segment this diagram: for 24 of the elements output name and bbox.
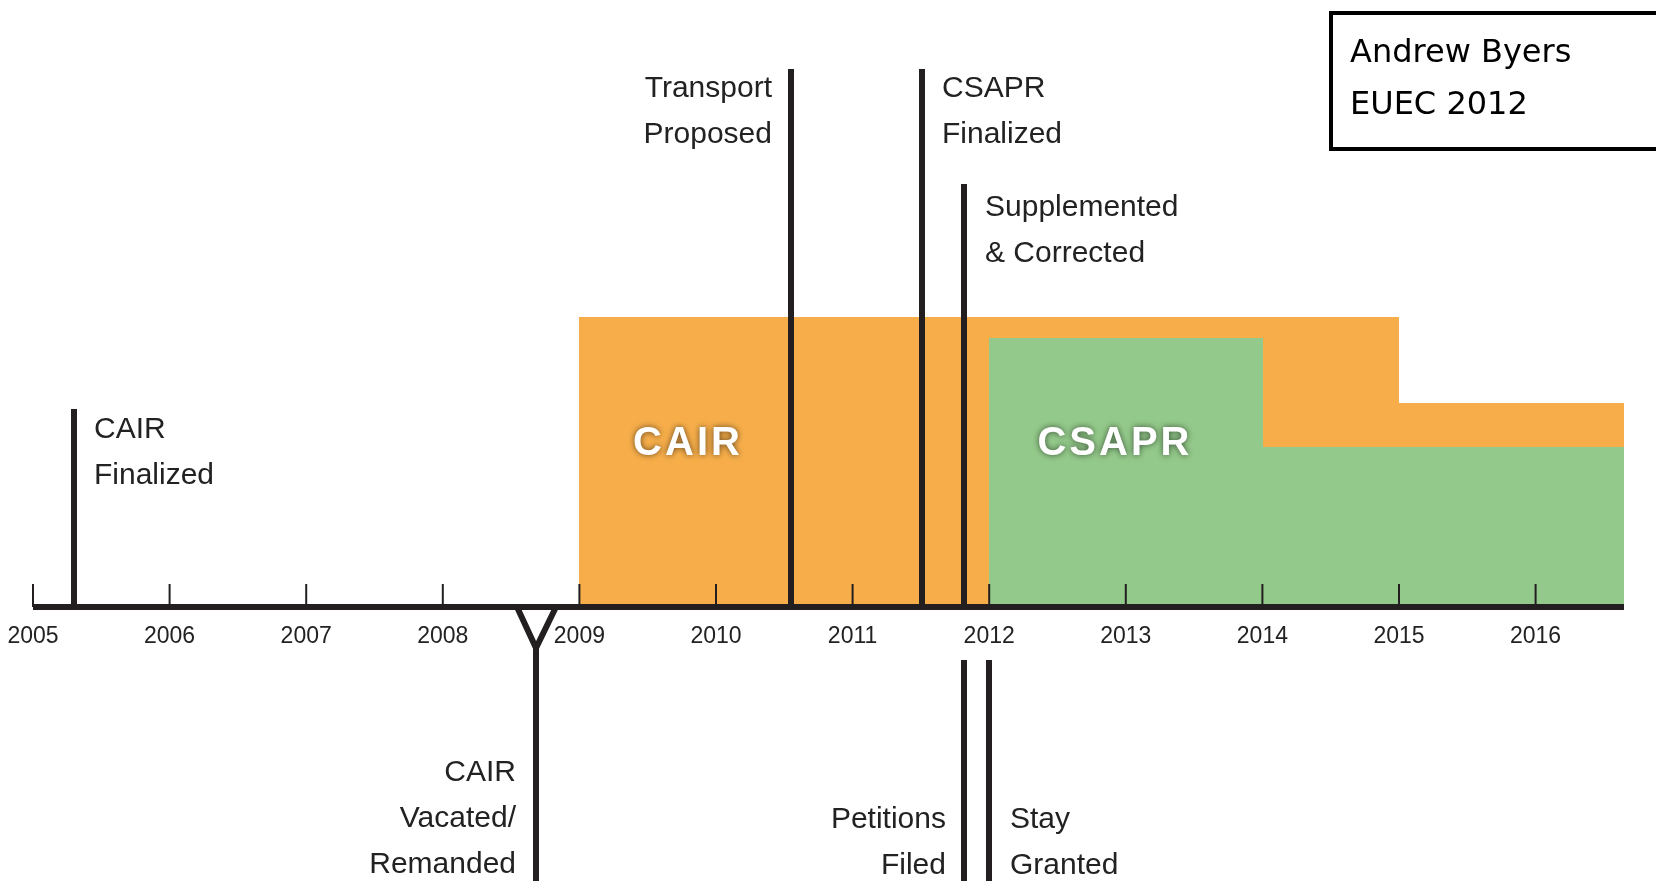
author-note-box bbox=[1329, 11, 1656, 151]
year-label: 2007 bbox=[279, 621, 333, 649]
event-label: CSAPR Finalized bbox=[942, 69, 1064, 151]
year-label: 2016 bbox=[1509, 621, 1563, 649]
year-label: 2010 bbox=[689, 621, 743, 649]
event-label: Transport Proposed bbox=[642, 69, 772, 151]
event-label: Supplemented & Corrected bbox=[985, 188, 1180, 270]
event-label: CAIR Finalized bbox=[94, 410, 216, 492]
period-label: CSAPR bbox=[1037, 418, 1193, 464]
year-label: 2006 bbox=[143, 621, 197, 649]
event-label: CAIR Vacated/ Remanded bbox=[368, 753, 516, 881]
note-text: EUEC 2012 bbox=[1350, 83, 1528, 123]
year-label: 2005 bbox=[6, 621, 60, 649]
event-label: Stay Granted bbox=[1010, 800, 1120, 881]
year-label: 2009 bbox=[552, 621, 606, 649]
period-label: CAIR bbox=[633, 418, 743, 464]
year-label: 2015 bbox=[1372, 621, 1426, 649]
year-label: 2014 bbox=[1235, 621, 1289, 649]
note-text: Andrew Byers bbox=[1350, 31, 1572, 71]
year-label: 2012 bbox=[962, 621, 1016, 649]
year-label: 2011 bbox=[826, 621, 879, 649]
year-label: 2013 bbox=[1099, 621, 1153, 649]
event-label: Petitions Filed bbox=[829, 800, 946, 881]
year-label: 2008 bbox=[416, 621, 470, 649]
